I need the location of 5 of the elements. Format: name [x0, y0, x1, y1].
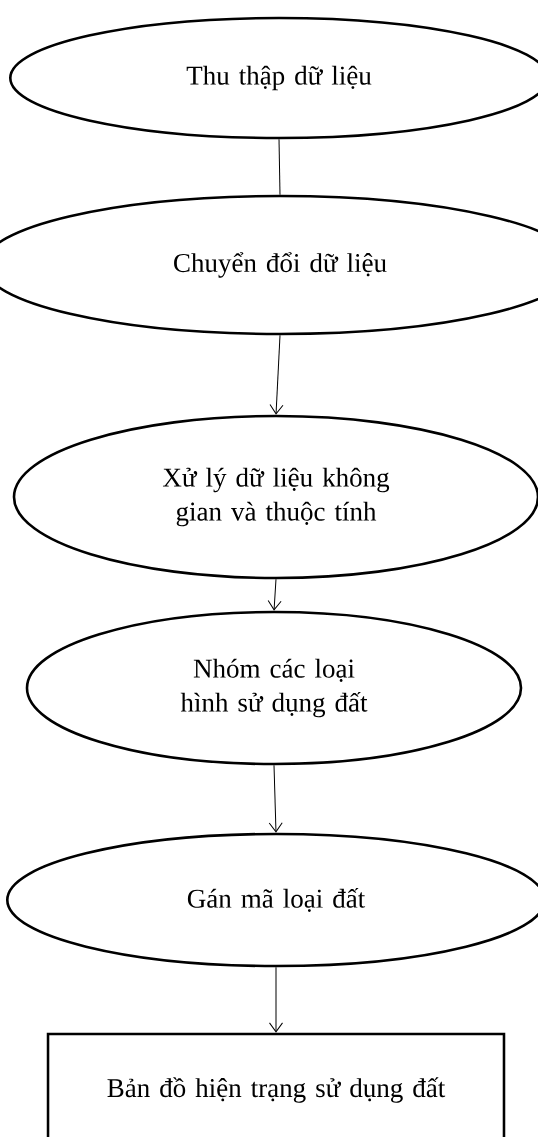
arrow — [269, 334, 284, 415]
arrow — [268, 764, 283, 833]
output-box: Bản đồ hiện trạng sử dụng đất — [46, 1032, 506, 1137]
arrow — [269, 966, 283, 1033]
arrow — [267, 578, 282, 611]
